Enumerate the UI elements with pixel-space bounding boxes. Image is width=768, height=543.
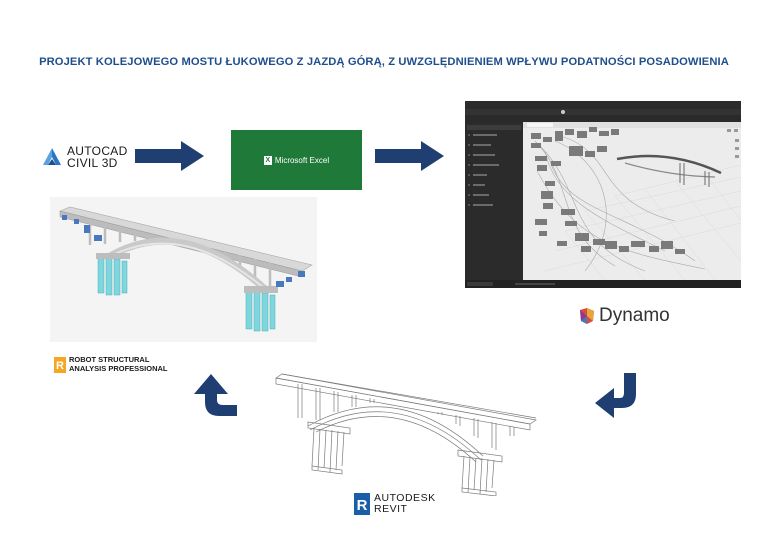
dynamo-logo: Dynamo — [578, 305, 670, 327]
dynamo-icon — [580, 308, 594, 324]
revit-line1: AUTODESK — [374, 492, 436, 504]
revit-glyph: R — [357, 497, 368, 514]
robot-line2: ANALYSIS PROFESSIONAL — [69, 363, 168, 373]
excel-icon: X — [263, 155, 272, 165]
autocad-icon — [43, 148, 61, 165]
dynamo-screenshot — [465, 101, 742, 288]
dynamo-label: Dynamo — [599, 305, 670, 326]
page-title: PROJEKT KOLEJOWEGO MOSTU ŁUKOWEGO Z JAZD… — [39, 56, 729, 68]
excel-label: Microsoft Excel — [274, 155, 330, 165]
arrow-revit-to-robot — [194, 374, 237, 416]
arrow-dynamo-to-revit — [595, 373, 636, 418]
robot-glyph: R — [56, 360, 64, 372]
revit-icon: R — [354, 493, 370, 515]
arrow-excel-to-dynamo — [375, 141, 444, 171]
robot-model-view — [50, 197, 317, 342]
revit-line2: REVIT — [374, 503, 408, 515]
robot-icon: R — [54, 356, 66, 373]
robot-logo: R ROBOT STRUCTURAL ANALYSIS PROFESSIONAL — [54, 355, 168, 373]
revit-logo: R AUTODESK REVIT — [354, 493, 436, 515]
revit-model-view — [268, 366, 540, 497]
excel-box: X Microsoft Excel — [231, 130, 362, 190]
civil3d-logo: AUTOCAD CIVIL 3D — [42, 145, 128, 169]
civil3d-line1: AUTOCAD — [67, 144, 128, 158]
civil3d-line2: CIVIL 3D — [67, 156, 118, 170]
robot-line1: ROBOT STRUCTURAL — [69, 355, 150, 364]
arrow-civil-to-excel — [135, 141, 204, 171]
